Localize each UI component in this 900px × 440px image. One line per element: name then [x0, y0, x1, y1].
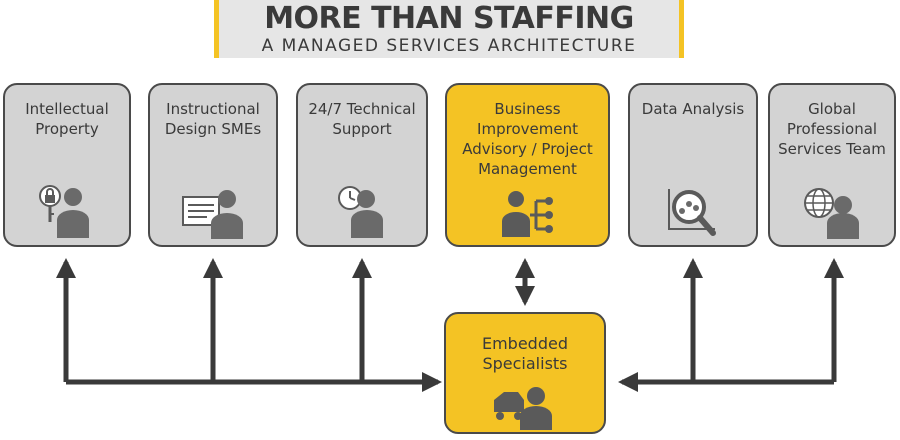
person-with-clock-icon	[338, 186, 383, 238]
box-label: Intellectual Property	[25, 100, 109, 138]
box-label: Embedded Specialists	[481, 334, 568, 373]
diagram-subtitle: A MANAGED SERVICES ARCHITECTURE	[261, 36, 637, 56]
person-with-globe-icon	[804, 188, 859, 239]
box-instructional-design: Instructional Design SMEs	[148, 83, 278, 247]
box-global-team: Global Professional Services Team	[768, 83, 896, 247]
box-intellectual-property: Intellectual Property	[3, 83, 131, 247]
box-label: Instructional Design SMEs	[164, 100, 262, 138]
box-technical-support: 24/7 Technical Support	[296, 83, 428, 247]
box-business-improvement: Business Improvement Advisory / Project …	[445, 83, 610, 247]
box-data-analysis: Data Analysis	[628, 83, 758, 247]
title-banner: MORE THAN STAFFING A MANAGED SERVICES AR…	[214, 0, 684, 58]
diagram-title: MORE THAN STAFFING	[264, 1, 634, 36]
person-with-lock-icon	[39, 185, 89, 238]
magnifier-chart-icon	[668, 189, 716, 236]
person-with-tools-icon	[494, 387, 552, 430]
person-with-document-icon	[182, 190, 243, 239]
box-label: Global Professional Services Team	[778, 100, 886, 158]
person-with-hierarchy-icon	[501, 191, 553, 237]
box-label: Business Improvement Advisory / Project …	[462, 100, 593, 178]
box-label: 24/7 Technical Support	[308, 100, 416, 138]
box-embedded-specialists: Embedded Specialists	[444, 312, 606, 434]
box-label: Data Analysis	[641, 100, 745, 118]
